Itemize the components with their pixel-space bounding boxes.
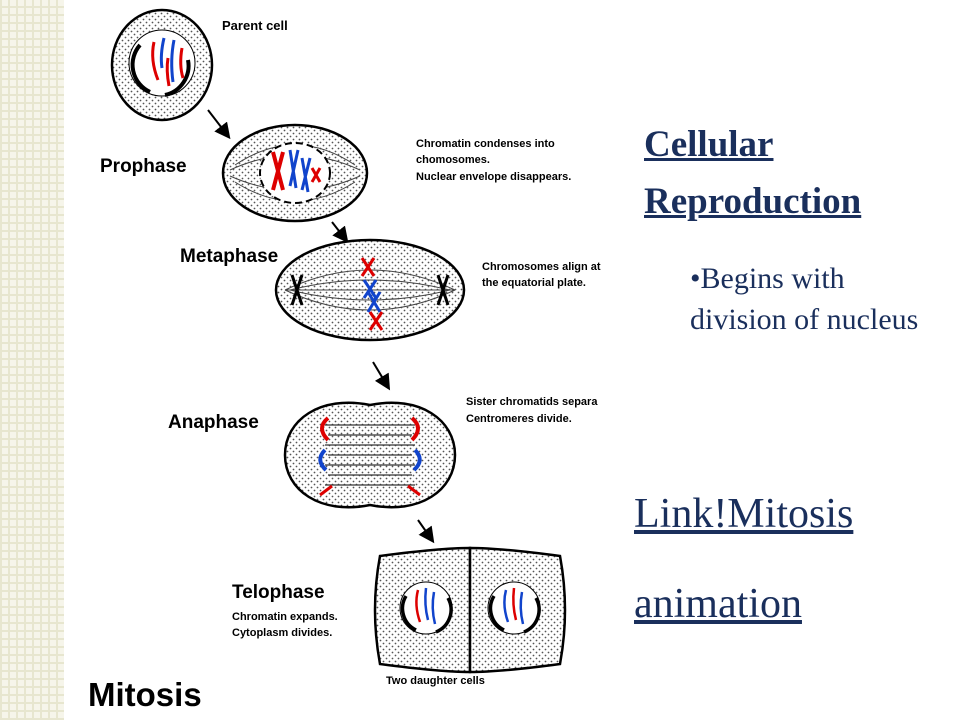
note-anaphase-2: Centromeres divide. (466, 413, 572, 425)
metaphase-cell (274, 238, 466, 342)
label-metaphase: Metaphase (180, 246, 278, 267)
mitosis-link-line-1[interactable]: Link!Mitosis (634, 491, 854, 537)
arrow-3 (372, 361, 391, 391)
arrow-4 (417, 519, 435, 544)
note-telophase-1: Chromatin expands. (232, 611, 338, 623)
arrow-1 (207, 109, 231, 140)
parent-cell (110, 8, 214, 122)
note-metaphase-1: Chromosomes align at (482, 261, 601, 273)
label-anaphase: Anaphase (168, 412, 259, 433)
label-two-daughter-cells: Two daughter cells (386, 675, 485, 687)
label-prophase: Prophase (100, 156, 187, 177)
label-mitosis: Mitosis (88, 676, 202, 713)
mitosis-diagram: Parent cell Prophase Chromatin condenses… (88, 8, 601, 713)
prophase-cell (221, 123, 369, 223)
title-line-2: Reproduction (644, 181, 862, 222)
bullet-text: •Begins with division of nucleus (690, 262, 919, 336)
note-prophase-3: Nuclear envelope disappears. (416, 171, 571, 183)
arrow-2 (331, 221, 349, 244)
note-prophase-1: Chromatin condenses into (416, 138, 555, 150)
decorative-stripe (0, 0, 64, 720)
label-telophase: Telophase (232, 582, 325, 603)
telophase-cells (373, 546, 567, 674)
note-telophase-2: Cytoplasm divides. (232, 627, 332, 639)
mitosis-link-line-2[interactable]: animation (634, 581, 802, 627)
slide-title: Cellular Reproduction (644, 116, 944, 230)
note-prophase-2: chomosomes. (416, 154, 490, 166)
label-parent-cell: Parent cell (222, 18, 288, 33)
title-line-1: Cellular (644, 124, 774, 165)
note-anaphase-1: Sister chromatids separa (466, 396, 598, 408)
note-metaphase-2: the equatorial plate. (482, 277, 586, 289)
anaphase-cell (283, 401, 457, 509)
